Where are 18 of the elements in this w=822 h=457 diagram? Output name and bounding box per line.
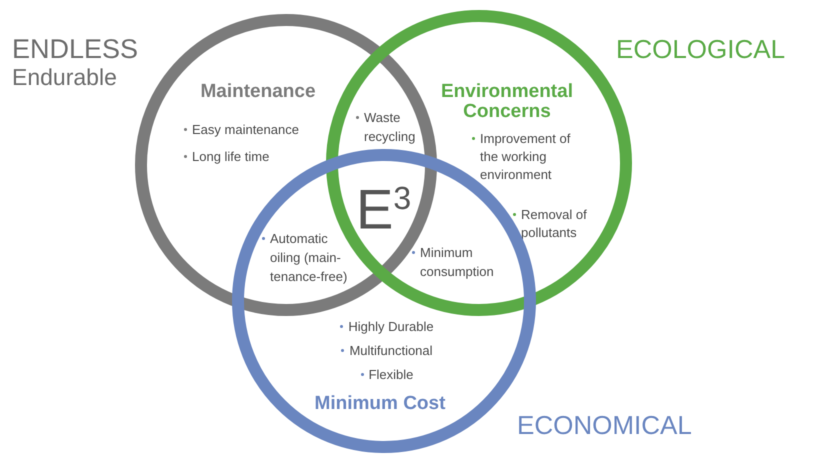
center-label: E$^{3}$: [356, 176, 412, 240]
bullet-item: Flexible: [318, 366, 456, 384]
bullet-item: Long life time: [184, 148, 342, 166]
category-label: ECOLOGICAL: [616, 34, 786, 65]
bullet-item: Improvement of the working environment: [472, 130, 582, 184]
bullet-item: Multifunctional: [318, 342, 456, 360]
bullet-item: Removal of pollutants: [513, 206, 611, 242]
category-label: Endurable: [12, 64, 117, 91]
circle-title: Maintenance: [199, 82, 317, 102]
category-label: ENDLESS: [12, 34, 138, 65]
bullet-item: Highly Durable: [318, 318, 456, 336]
bullet-item: Minimum consumption: [412, 243, 525, 281]
circle-title: Environmental Concerns: [440, 82, 574, 122]
category-label: ECONOMICAL: [517, 410, 692, 441]
circle-title: Minimum Cost: [314, 394, 446, 414]
bullet-item: Easy maintenance: [184, 121, 342, 139]
bullet-item: Waste recycling: [356, 108, 430, 146]
bullet-item: Automatic oiling (main-tenance-free): [262, 229, 356, 286]
